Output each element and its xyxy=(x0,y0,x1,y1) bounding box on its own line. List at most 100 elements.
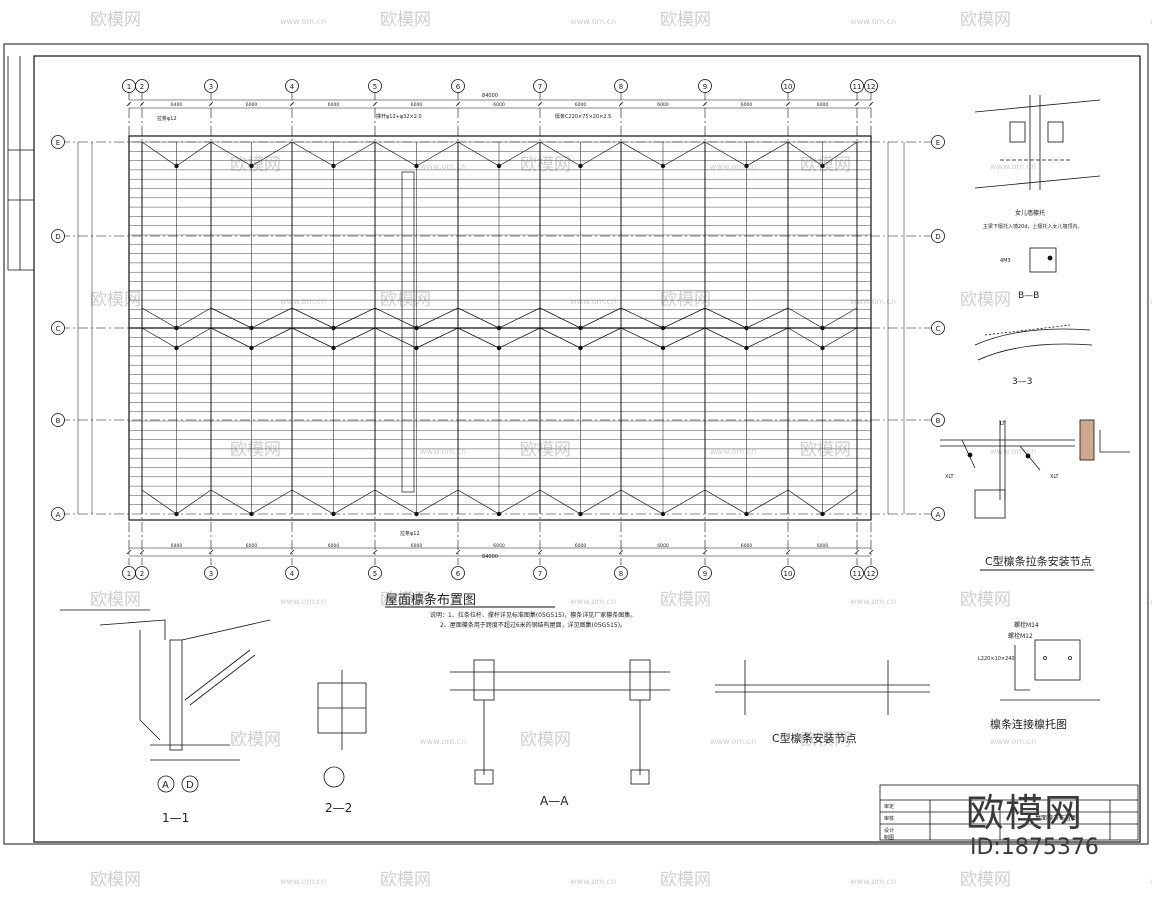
tb-row-2: 审核 xyxy=(884,815,894,822)
watermark-layer: 欧模网 www.om.cn 欧模网 www.om.cn 欧模网 www.om.cn 欧模网 w… xyxy=(90,10,1152,890)
col-axis-bubble xyxy=(135,79,149,93)
dimension-tick xyxy=(537,549,543,555)
col-axis-label: 2 xyxy=(140,83,144,91)
col-axis-bubble xyxy=(451,566,465,580)
watermark-brand: 欧模网 xyxy=(520,155,571,175)
brace-line xyxy=(333,141,376,167)
col-axis-label: 11 xyxy=(853,83,862,91)
brace-line xyxy=(787,141,823,167)
watermark-brand: 欧模网 xyxy=(380,870,431,890)
row-axis-bubble xyxy=(931,413,945,427)
watermark-brand: 欧模网 xyxy=(800,155,851,175)
brace-line xyxy=(746,489,789,515)
col-axis-label: 1 xyxy=(127,570,131,578)
col-axis-label: 3 xyxy=(209,83,213,91)
label-purlin: 檩条C220×75×20×2.5 xyxy=(555,113,611,120)
brace-node xyxy=(174,511,179,517)
col-axis-label: 4 xyxy=(290,570,295,578)
brace-line xyxy=(620,327,664,349)
col-axis-bubble xyxy=(614,79,628,93)
brace-line xyxy=(291,141,334,167)
row-axis-bubble xyxy=(931,321,945,335)
col-axis-label: 9 xyxy=(703,83,707,91)
brace-line xyxy=(416,141,459,167)
dimension-tick xyxy=(854,101,860,107)
tb-row-1: 审定 xyxy=(884,803,894,810)
brace-line xyxy=(746,307,789,329)
dimension-tick xyxy=(785,549,791,555)
dimension-bay-top: 6000 xyxy=(246,102,258,108)
section-33 xyxy=(974,324,1093,361)
dimension-tick xyxy=(618,549,624,555)
dimension-tick xyxy=(537,101,543,107)
brace-line xyxy=(176,141,212,167)
brace-line xyxy=(787,327,823,349)
brace-node xyxy=(820,163,825,169)
col-axis-bubble xyxy=(864,566,878,580)
watermark-site: www.om.cn xyxy=(280,17,326,26)
col-axis-label: 11 xyxy=(853,570,862,578)
brace-line xyxy=(704,327,747,349)
inner-border xyxy=(33,55,1141,843)
brace-node xyxy=(660,163,666,169)
brace-line xyxy=(291,307,334,329)
brace-line xyxy=(251,307,293,329)
brace-line xyxy=(291,327,334,349)
c-tie-lt: LT xyxy=(1000,421,1006,427)
connect-note-1: 螺栓M14 xyxy=(1014,621,1039,629)
dimension-bay-top: 6400 xyxy=(171,102,183,108)
brace-line xyxy=(498,307,541,329)
dimension-tick xyxy=(126,549,132,555)
row-axis-bubble xyxy=(51,413,65,427)
parapet-title: 女儿墙檩托 xyxy=(1015,209,1045,217)
dimension-tick xyxy=(139,101,145,107)
brace-line xyxy=(539,141,581,167)
plan-title: 屋面檩条布置图 xyxy=(385,592,476,608)
brace-line xyxy=(457,327,500,349)
col-axis-bubble xyxy=(533,79,547,93)
watermark-site: www.om.cn xyxy=(570,297,616,306)
brace-line xyxy=(539,327,581,349)
row-axis-bubble xyxy=(51,229,65,243)
brace-node xyxy=(414,163,419,169)
dimension-bay-bottom: 6000 xyxy=(493,543,505,549)
watermark-brand: 欧模网 xyxy=(800,440,851,460)
axis-a-label: A xyxy=(162,780,169,791)
detail-purlin-connection xyxy=(1000,639,1100,701)
watermark-brand: 欧模网 xyxy=(960,870,1011,890)
watermark-brand: 欧模网 xyxy=(660,10,711,30)
row-axis-label: A xyxy=(56,511,61,519)
col-axis-bubble xyxy=(864,79,878,93)
watermark-site: www.om.cn xyxy=(420,447,466,456)
watermark-site: www.om.cn xyxy=(420,737,466,746)
section-22 xyxy=(317,670,367,788)
dimension-bay-bottom: 6000 xyxy=(246,543,258,549)
brace-line xyxy=(704,141,747,167)
brace-line xyxy=(210,327,252,349)
col-axis-label: 8 xyxy=(619,570,623,578)
watermark-brand: 欧模网 xyxy=(230,440,281,460)
watermark-brand: 欧模网 xyxy=(660,870,711,890)
brace-line xyxy=(251,327,293,349)
brace-line xyxy=(333,327,376,349)
top-total-dimension: 84000 xyxy=(482,93,498,99)
dimension-tick xyxy=(702,101,708,107)
dimension-bay-bottom: 6000 xyxy=(411,543,423,549)
watermark-site: www.om.cn xyxy=(280,877,326,886)
watermark-site: www.om.cn xyxy=(1150,877,1152,886)
brace-node xyxy=(414,345,419,351)
connect-note-2: 螺栓M12 xyxy=(1008,632,1033,640)
col-axis-bubble xyxy=(368,79,382,93)
brace-line xyxy=(457,307,500,329)
col-axis-bubble xyxy=(368,566,382,580)
row-axis-label: D xyxy=(935,233,940,241)
title-block xyxy=(879,784,1139,841)
dimension-tick xyxy=(289,101,295,107)
row-axis-bubble xyxy=(51,507,65,521)
brace-node xyxy=(744,511,749,517)
brace-line xyxy=(822,489,858,515)
brace-line xyxy=(374,489,417,515)
brace-line xyxy=(746,327,789,349)
watermark-site: www.om.cn xyxy=(850,17,896,26)
